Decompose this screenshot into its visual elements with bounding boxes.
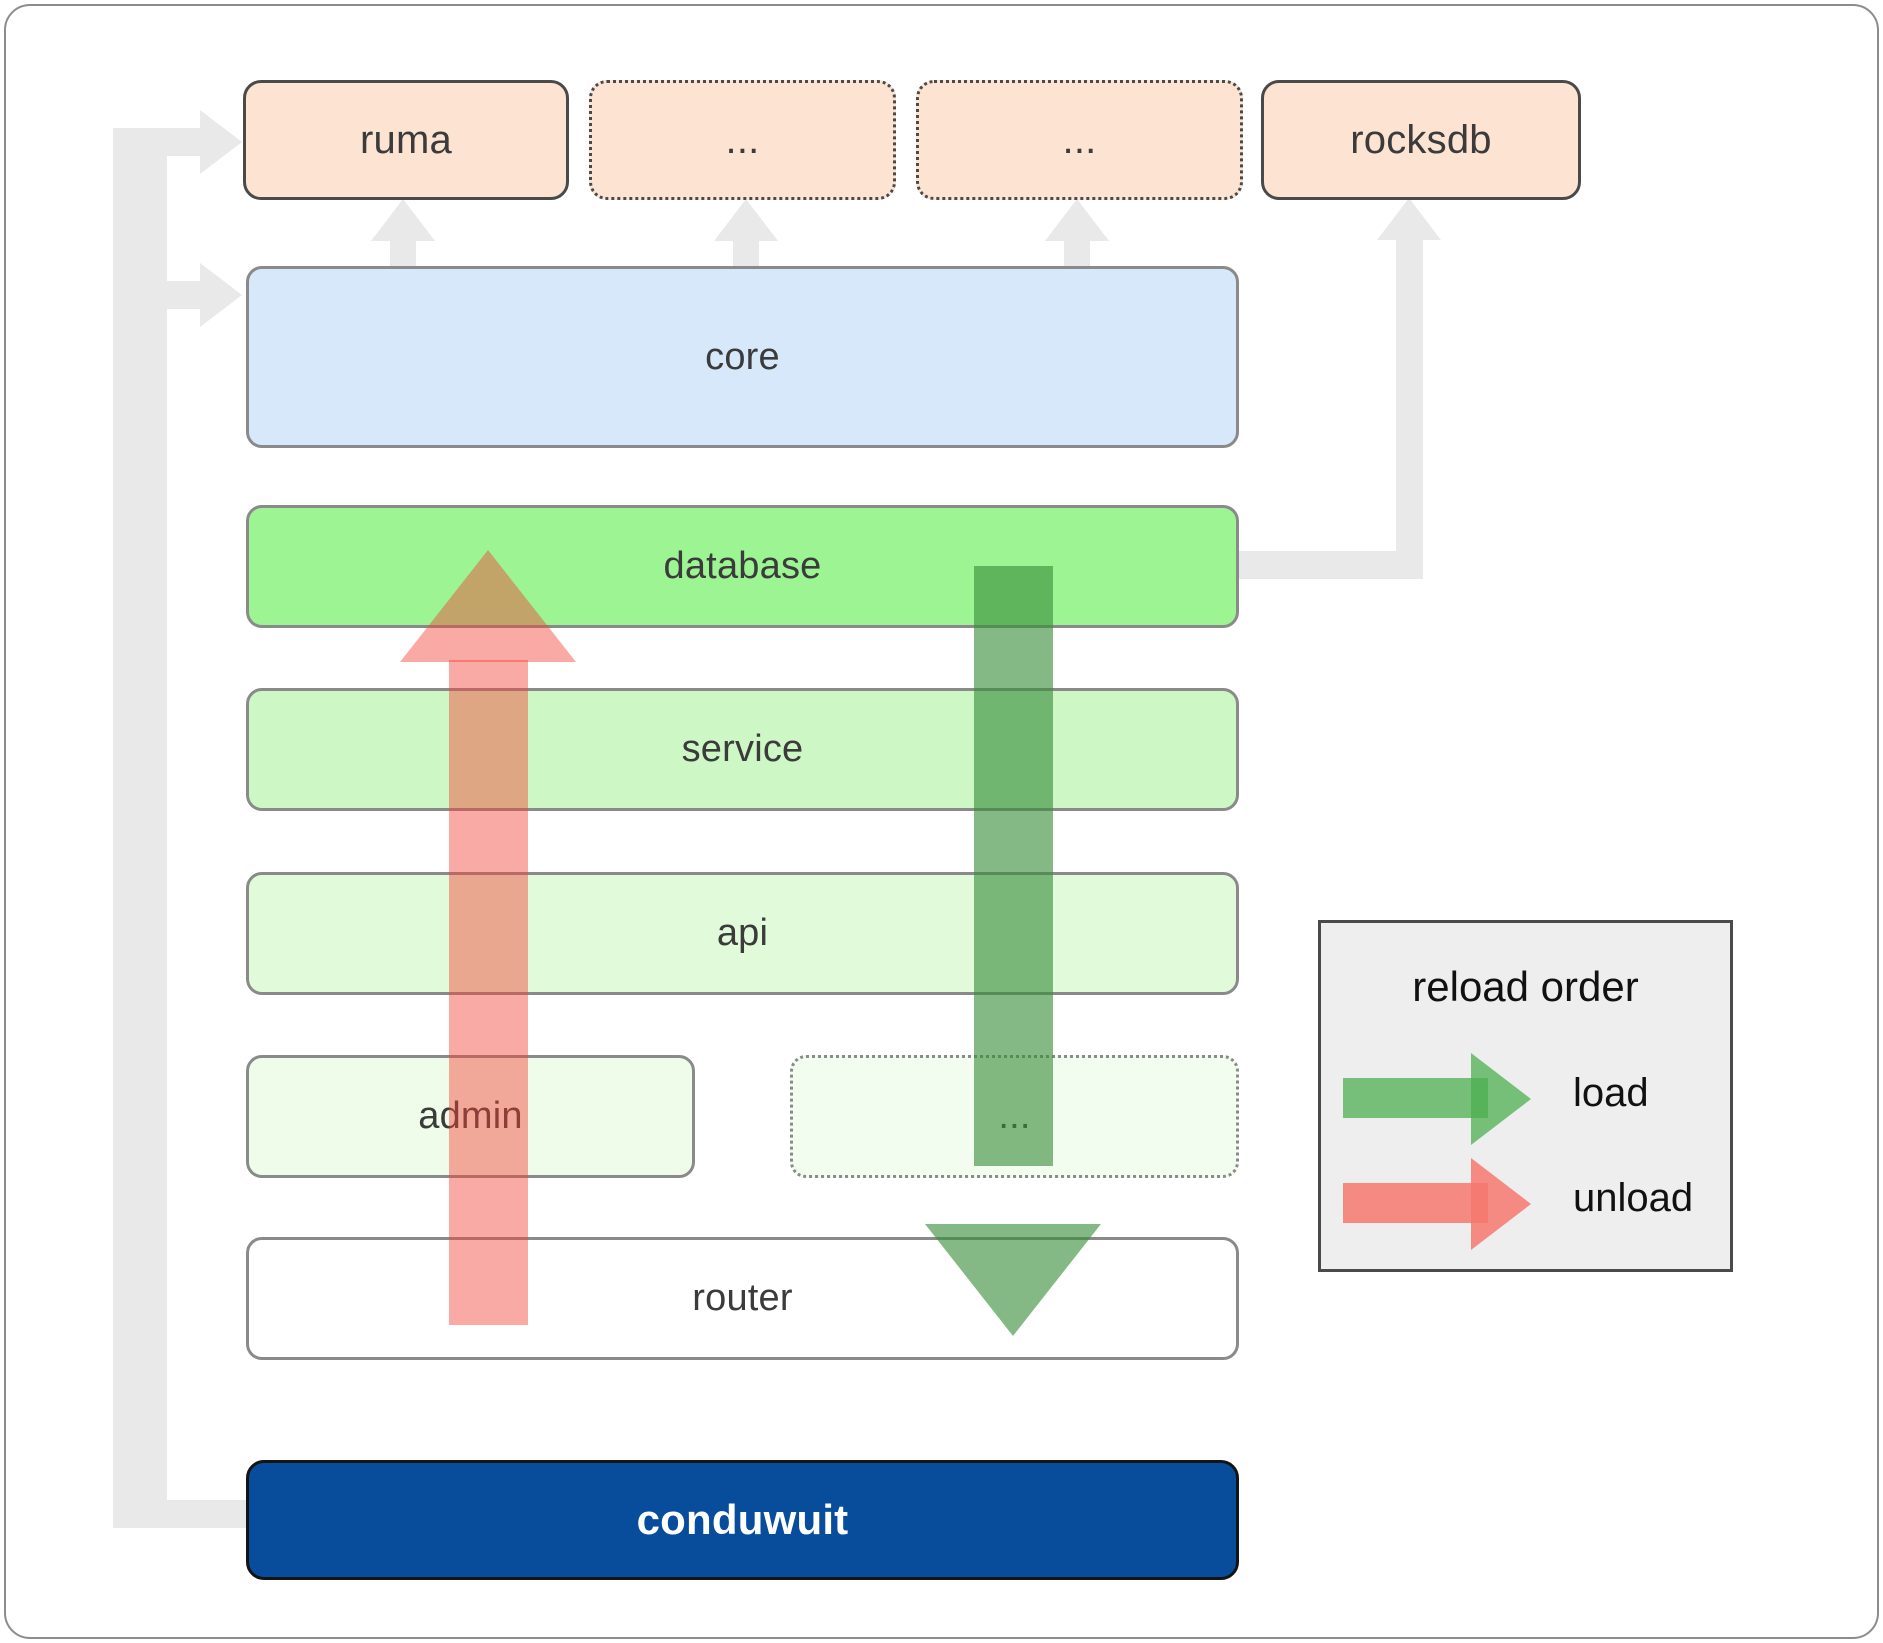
node-service-label: service xyxy=(681,728,804,770)
connector-db-to-rocksdb-head xyxy=(1377,198,1441,240)
diagram-frame xyxy=(4,4,1879,1639)
node-ruma-label: ruma xyxy=(360,117,452,162)
connector-to-ruma-head xyxy=(200,110,242,174)
connector-to-core-head xyxy=(200,263,242,327)
node-conduwuit[interactable]: conduwuit xyxy=(246,1460,1239,1580)
node-rocksdb[interactable]: rocksdb xyxy=(1261,80,1581,200)
legend-unload-label: unload xyxy=(1573,1176,1694,1220)
node-dep-2[interactable]: ... xyxy=(589,80,896,200)
node-database[interactable]: database xyxy=(246,505,1239,628)
node-router-label: router xyxy=(692,1277,793,1319)
legend-load-arrow-head xyxy=(1471,1053,1531,1145)
load-arrow-head xyxy=(925,1224,1101,1336)
node-api[interactable]: api xyxy=(246,872,1239,995)
connector-spine-outer xyxy=(113,128,140,1528)
node-dep-3-label: ... xyxy=(1062,117,1097,162)
node-service[interactable]: service xyxy=(246,688,1239,811)
connector-db-to-rocksdb-vertical xyxy=(1396,240,1423,570)
legend-title: reload order xyxy=(1412,963,1639,1010)
node-ruma[interactable]: ruma xyxy=(243,80,569,200)
connector-to-conduwuit xyxy=(113,1500,248,1528)
node-conduwuit-label: conduwuit xyxy=(636,1496,849,1543)
connector-core-to-dep3-head xyxy=(1045,199,1109,241)
legend-panel: reload order load unload xyxy=(1318,920,1733,1272)
node-admin[interactable]: admin xyxy=(246,1055,695,1178)
connector-spine-inner xyxy=(140,148,167,1528)
node-dep-2-label: ... xyxy=(725,117,760,162)
legend-unload-arrow-shaft xyxy=(1343,1183,1488,1223)
legend-unload-arrow-head xyxy=(1471,1158,1531,1250)
connector-core-to-ruma-head xyxy=(371,199,435,241)
node-admin-label: admin xyxy=(418,1095,523,1137)
legend-row-load: load xyxy=(1321,1053,1730,1145)
node-core[interactable]: core xyxy=(246,266,1239,448)
node-rocksdb-label: rocksdb xyxy=(1350,117,1492,162)
load-arrow-shaft xyxy=(974,566,1053,1166)
node-api-label: api xyxy=(716,912,769,954)
unload-arrow-head xyxy=(400,550,576,662)
legend-row-unload: unload xyxy=(1321,1158,1730,1250)
legend-load-arrow-shaft xyxy=(1343,1078,1488,1118)
connector-core-to-dep2-head xyxy=(714,199,778,241)
node-dep-3[interactable]: ... xyxy=(916,80,1243,200)
legend-load-label: load xyxy=(1573,1071,1649,1115)
unload-arrow-shaft xyxy=(449,660,528,1325)
node-core-label: core xyxy=(705,335,780,378)
connector-db-to-rocksdb-horizontal xyxy=(1235,551,1423,579)
node-database-label: database xyxy=(663,545,822,587)
